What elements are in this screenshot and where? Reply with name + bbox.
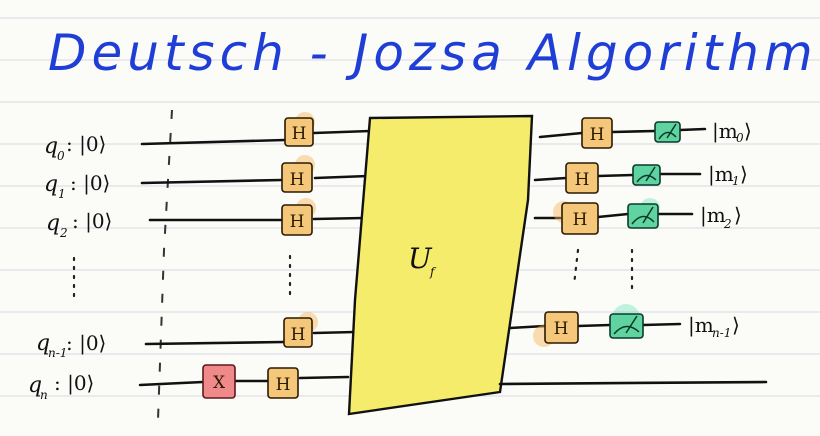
svg-text:⟩: ⟩ xyxy=(734,203,742,227)
meter-icon xyxy=(627,198,660,229)
svg-text:q: q xyxy=(44,172,58,197)
qubit-label-q2: q 2 : |0⟩ xyxy=(46,209,112,240)
svg-text:H: H xyxy=(290,212,305,232)
oracle-box: U f xyxy=(347,114,534,416)
svg-text:2: 2 xyxy=(723,217,732,231)
svg-text:|m: |m xyxy=(688,313,714,338)
svg-text:X: X xyxy=(213,373,226,393)
hadamard-gate: H xyxy=(533,311,579,347)
qubit-label-q0: q 0 : |0⟩ xyxy=(44,132,106,163)
qubit-label-q1: q 1 : |0⟩ xyxy=(44,171,110,201)
svg-text:n: n xyxy=(40,388,48,402)
svg-text:U: U xyxy=(408,242,433,275)
output-wires xyxy=(498,127,768,386)
hadamard-gate: H xyxy=(565,162,599,194)
svg-text:H: H xyxy=(575,170,590,190)
svg-text:⟩: ⟩ xyxy=(732,313,740,337)
svg-text:: |0⟩: : |0⟩ xyxy=(66,132,106,157)
svg-text:: |0⟩: : |0⟩ xyxy=(54,371,94,396)
svg-text:: |0⟩: : |0⟩ xyxy=(66,331,106,356)
svg-text:1: 1 xyxy=(58,187,66,201)
hadamard-gate: H xyxy=(283,312,318,348)
hadamard-gate: H xyxy=(267,367,299,399)
hadamard-gate: H xyxy=(281,155,315,193)
hadamard-gate: H xyxy=(553,201,599,235)
svg-text:0: 0 xyxy=(736,131,744,145)
svg-text:: |0⟩: : |0⟩ xyxy=(72,209,112,234)
hadamard-gate: H xyxy=(284,112,315,147)
qubit-label-qn-1: q n-1 : |0⟩ xyxy=(36,331,106,360)
svg-text:H: H xyxy=(292,124,307,144)
qubit-label-qn: q n : |0⟩ xyxy=(28,371,94,402)
input-wires xyxy=(138,129,372,387)
svg-text:q: q xyxy=(44,134,58,159)
svg-text:H: H xyxy=(554,319,569,339)
meter-icon xyxy=(632,164,661,186)
svg-text:n-1: n-1 xyxy=(712,326,731,340)
meter-icon xyxy=(654,121,681,143)
output-label-m2: |m 2 ⟩ xyxy=(700,203,742,231)
svg-text:⟩: ⟩ xyxy=(740,162,748,186)
svg-text:f: f xyxy=(429,265,437,279)
svg-text:H: H xyxy=(276,375,291,395)
svg-text:q: q xyxy=(36,331,50,356)
output-label-mn-1: |m n-1 ⟩ xyxy=(688,313,740,340)
svg-text:⟩: ⟩ xyxy=(744,119,752,143)
output-label-m0: |m 0 ⟩ xyxy=(712,119,752,145)
svg-text:|m: |m xyxy=(708,162,734,187)
hadamard-gate: H xyxy=(581,117,613,149)
hadamard-gate: H xyxy=(281,198,316,236)
output-label-m1: |m 1 ⟩ xyxy=(708,162,748,188)
svg-text:0: 0 xyxy=(57,149,65,163)
svg-text:|m: |m xyxy=(700,203,726,228)
svg-text:H: H xyxy=(590,125,605,145)
svg-text:H: H xyxy=(291,325,306,345)
svg-text:n-1: n-1 xyxy=(48,346,67,360)
svg-text:2: 2 xyxy=(59,226,68,240)
svg-text:q: q xyxy=(46,211,60,236)
svg-text:H: H xyxy=(290,170,305,190)
pauli-x-gate: X xyxy=(202,364,236,399)
meter-icon xyxy=(609,304,644,339)
barrier-line xyxy=(157,109,173,421)
svg-text:|m: |m xyxy=(712,119,738,144)
page-title: Deutsch - Jozsa Algorithm. xyxy=(48,24,820,82)
svg-text:q: q xyxy=(28,373,42,398)
svg-text:: |0⟩: : |0⟩ xyxy=(70,171,110,196)
svg-text:1: 1 xyxy=(732,174,740,188)
svg-text:H: H xyxy=(573,210,588,230)
output-h-ellipsis xyxy=(572,248,580,287)
